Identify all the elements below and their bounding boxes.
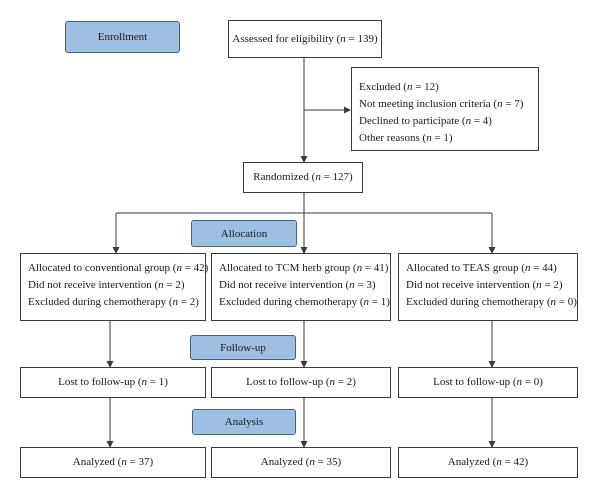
followup-text: Lost to follow-up (n = 0) [433, 376, 543, 388]
stage-follow-up: Follow-up [190, 335, 296, 360]
excluded-box: Excluded (n = 12) Not meeting inclusion … [351, 67, 539, 151]
stage-enrollment: Enrollment [65, 21, 180, 53]
allocation-line: Allocated to TEAS group (n = 44) [406, 262, 557, 274]
followup-box-teas: Lost to follow-up (n = 0) [398, 367, 578, 398]
allocation-line: Did not receive intervention (n = 2) [28, 279, 185, 291]
analysis-box-teas: Analyzed (n = 42) [398, 447, 578, 478]
excluded-reason: Other reasons (n = 1) [359, 132, 453, 144]
randomized-text: Randomized (n = 127) [253, 171, 353, 183]
allocation-box-tcm: Allocated to TCM herb group (n = 41) Did… [211, 253, 391, 321]
followup-box-conventional: Lost to follow-up (n = 1) [20, 367, 206, 398]
allocation-box-conventional: Allocated to conventional group (n = 42)… [20, 253, 209, 321]
excluded-reason: Not meeting inclusion criteria (n = 7) [359, 98, 524, 110]
analysis-box-tcm: Analyzed (n = 35) [211, 447, 391, 478]
randomized-box: Randomized (n = 127) [243, 162, 363, 193]
followup-box-tcm: Lost to follow-up (n = 2) [211, 367, 391, 398]
allocation-line: Excluded during chemotherapy (n = 1) [219, 296, 390, 308]
allocation-line: Allocated to TCM herb group (n = 41) [219, 262, 389, 274]
stage-allocation: Allocation [191, 220, 297, 247]
analysis-text: Analyzed (n = 37) [72, 456, 154, 468]
assessed-text: Assessed for eligibility (n = 139) [232, 32, 378, 45]
allocation-line: Did not receive intervention (n = 2) [406, 279, 563, 291]
analysis-text: Analyzed (n = 42) [447, 456, 529, 468]
allocation-line: Allocated to conventional group (n = 42) [28, 262, 209, 274]
followup-text: Lost to follow-up (n = 2) [246, 376, 356, 388]
stage-analysis: Analysis [192, 409, 296, 435]
excluded-reason: Declined to participate (n = 4) [359, 115, 492, 127]
allocation-line: Excluded during chemotherapy (n = 0) [406, 296, 577, 308]
analysis-text: Analyzed (n = 35) [260, 456, 342, 468]
allocation-box-teas: Allocated to TEAS group (n = 44) Did not… [398, 253, 578, 321]
allocation-line: Did not receive intervention (n = 3) [219, 279, 376, 291]
followup-text: Lost to follow-up (n = 1) [58, 376, 168, 388]
allocation-line: Excluded during chemotherapy (n = 2) [28, 296, 199, 308]
assessed-box: Assessed for eligibility (n = 139) [228, 20, 382, 58]
excluded-total: Excluded (n = 12) [359, 81, 439, 93]
analysis-box-conventional: Analyzed (n = 37) [20, 447, 206, 478]
